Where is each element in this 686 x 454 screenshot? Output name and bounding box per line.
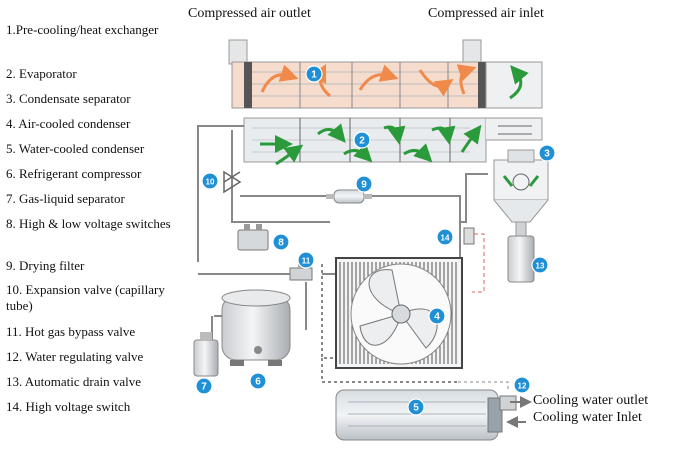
marker-9: 9 bbox=[355, 175, 373, 193]
legend-item-6: 6. Refrigerant compressor bbox=[6, 166, 142, 181]
air-inlet-pipe bbox=[462, 39, 482, 65]
inlet-flow-arrow bbox=[509, 65, 529, 100]
legend-item-2: 2. Evaporator bbox=[6, 66, 77, 81]
marker-label-14: 14 bbox=[441, 234, 450, 243]
marker-7: 7 bbox=[195, 377, 213, 395]
marker-label-7: 7 bbox=[201, 382, 207, 393]
pipe-condenser-link bbox=[321, 264, 458, 383]
gas-liquid-separator bbox=[193, 332, 219, 377]
marker-label-3: 3 bbox=[544, 149, 550, 160]
marker-6: 6 bbox=[249, 372, 267, 390]
marker-label-1: 1 bbox=[311, 70, 317, 81]
compressed-air-outlet-label: Compressed air outlet bbox=[188, 6, 311, 21]
marker-label-9: 9 bbox=[361, 180, 367, 191]
pipe-expansion-line bbox=[231, 130, 330, 223]
marker-label-11: 11 bbox=[302, 257, 311, 266]
compressed-air-inlet-label: Compressed air inlet bbox=[428, 6, 544, 21]
marker-14: 14 bbox=[436, 228, 454, 246]
marker-label-10: 10 bbox=[206, 178, 215, 187]
marker-label-8: 8 bbox=[278, 238, 284, 249]
legend-item-7: 7. Gas-liquid separator bbox=[6, 191, 125, 206]
legend-item-12: 12. Water regulating valve bbox=[6, 349, 144, 364]
marker-label-13: 13 bbox=[536, 262, 545, 271]
legend-item-9: 9. Drying filter bbox=[6, 258, 85, 273]
marker-label-4: 4 bbox=[434, 312, 440, 323]
marker-label-2: 2 bbox=[359, 136, 365, 147]
separator-duct bbox=[486, 117, 543, 141]
legend-item-1: 1.Pre-cooling/heat exchanger bbox=[6, 22, 159, 37]
marker-13: 13 bbox=[531, 256, 549, 274]
pipe-left-vertical bbox=[197, 125, 244, 262]
legend-item-13: 13. Automatic drain valve bbox=[6, 374, 142, 389]
marker-5: 5 bbox=[407, 398, 425, 416]
marker-11: 11 bbox=[297, 251, 315, 269]
legend-item-4: 4. Air-cooled condenser bbox=[6, 116, 131, 131]
drying-filter bbox=[326, 189, 372, 204]
marker-label-12: 12 bbox=[518, 382, 527, 391]
pre-cooling-heat-exchanger bbox=[231, 61, 491, 109]
legend-item-14: 14. High voltage switch bbox=[6, 399, 131, 414]
pipe-filter-line bbox=[240, 195, 461, 260]
marker-3: 3 bbox=[538, 144, 556, 162]
high-low-voltage-switches bbox=[237, 224, 269, 251]
marker-8: 8 bbox=[272, 233, 290, 251]
marker-1: 1 bbox=[305, 65, 323, 83]
marker-10: 10 bbox=[201, 172, 219, 190]
marker-label-6: 6 bbox=[255, 377, 261, 388]
air-outlet-pipe bbox=[228, 39, 248, 65]
legend-item-3: 3. Condensate separator bbox=[6, 91, 131, 106]
legend-item-5: 5. Water-cooled condenser bbox=[6, 141, 145, 156]
marker-2: 2 bbox=[353, 131, 371, 149]
legend-item-8: 8. High & low voltage switches bbox=[6, 216, 171, 231]
marker-label-5: 5 bbox=[413, 403, 419, 414]
air-cooled-condenser bbox=[335, 257, 463, 369]
refrigerant-pipe-right bbox=[460, 173, 488, 223]
refrigerant-compressor bbox=[221, 289, 291, 366]
cooling-water-outlet-label: Cooling water outlet bbox=[533, 393, 649, 408]
legend-item-11: 11. Hot gas bypass valve bbox=[6, 324, 136, 339]
marker-12: 12 bbox=[513, 376, 531, 394]
marker-4: 4 bbox=[428, 307, 446, 325]
expansion-valve bbox=[223, 170, 242, 194]
cooling-water-inlet-label: Cooling water Inlet bbox=[533, 410, 642, 425]
condensate-separator bbox=[493, 149, 549, 223]
automatic-drain-valve bbox=[507, 221, 535, 283]
high-voltage-switch bbox=[463, 227, 485, 293]
legend-item-10: 10. Expansion valve (capillary tube) bbox=[6, 282, 165, 313]
inlet-header-box bbox=[485, 61, 543, 109]
